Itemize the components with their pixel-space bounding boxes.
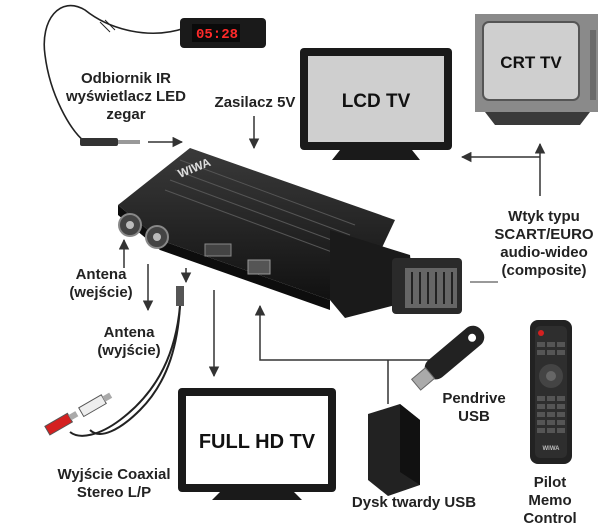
ir-cable [43, 4, 186, 143]
usb-arrow [254, 304, 440, 361]
label-ir-receiver: Odbiornik IR wyświetlacz LED zegar [65, 70, 187, 123]
full-hd-tv-label: FULL HD TV [199, 431, 316, 453]
label-coaxial: Wyjście Coaxial Stereo L/P [57, 466, 171, 501]
crt-tv-label: CRT TV [500, 53, 562, 72]
crt-tv: CRT TV [475, 14, 598, 125]
remote-control: WIWA [530, 320, 572, 464]
external-hdd [368, 404, 420, 496]
lcd-tv-label: LCD TV [342, 91, 411, 112]
clock-digits: 05:28 [196, 27, 238, 43]
remote-brand: WIWA [543, 446, 561, 452]
set-top-box: WIWA [118, 148, 395, 310]
ir-clock-display: 05:28 [180, 18, 266, 48]
label-hdd: Dysk twardy USB [351, 494, 477, 511]
label-pendrive: Pendrive USB [442, 390, 506, 425]
label-antenna-out: Antena (wyjście) [97, 324, 161, 359]
coaxial-cable [44, 286, 184, 437]
scart-plug [330, 230, 462, 318]
label-scart: Wtyk typu SCART/EURO audio-wideo (compos… [494, 208, 594, 279]
full-hd-tv: FULL HD TV [178, 388, 336, 500]
ir-jack-plug [80, 138, 140, 146]
lcd-tv: LCD TV [300, 48, 452, 160]
label-power: Zasilacz 5V [214, 94, 296, 111]
pendrive [410, 325, 485, 391]
label-remote: Pilot Memo Control [523, 474, 577, 527]
label-antenna-in: Antena (wejście) [69, 266, 133, 301]
